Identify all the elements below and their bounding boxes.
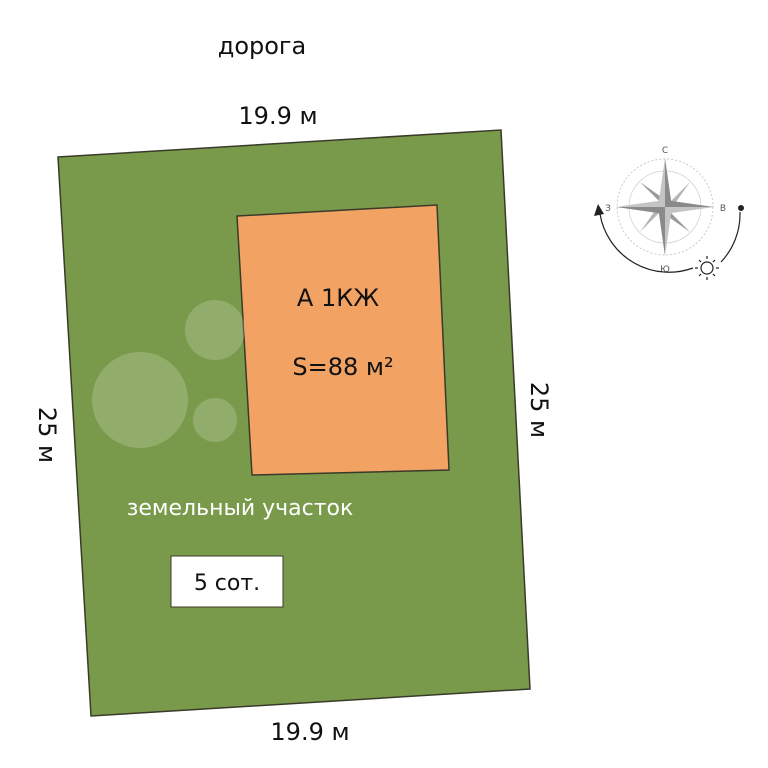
compass-south: Ю	[660, 265, 670, 275]
plot-label: земельный участок	[127, 496, 354, 521]
watermark	[92, 300, 678, 448]
dimension-left: 25 м	[33, 407, 61, 463]
building-label: А 1КЖ	[297, 284, 379, 312]
size-badge: 5 сот.	[194, 571, 260, 596]
dimension-top: 19.9 м	[238, 102, 317, 130]
road-label: дорога	[218, 32, 307, 60]
compass-west: З	[605, 204, 611, 214]
dimension-right: 25 м	[525, 382, 553, 438]
size-badge-box	[170, 555, 284, 608]
building-area: S=88 м²	[292, 353, 393, 381]
building-footprint	[236, 204, 450, 476]
compass-east: В	[720, 204, 726, 214]
compass-rose-icon: С В З Ю	[605, 146, 726, 275]
sun-path-icon	[594, 204, 744, 273]
sun-icon	[695, 256, 719, 280]
dimension-bottom: 19.9 м	[270, 718, 349, 746]
compass-north: С	[662, 146, 668, 156]
